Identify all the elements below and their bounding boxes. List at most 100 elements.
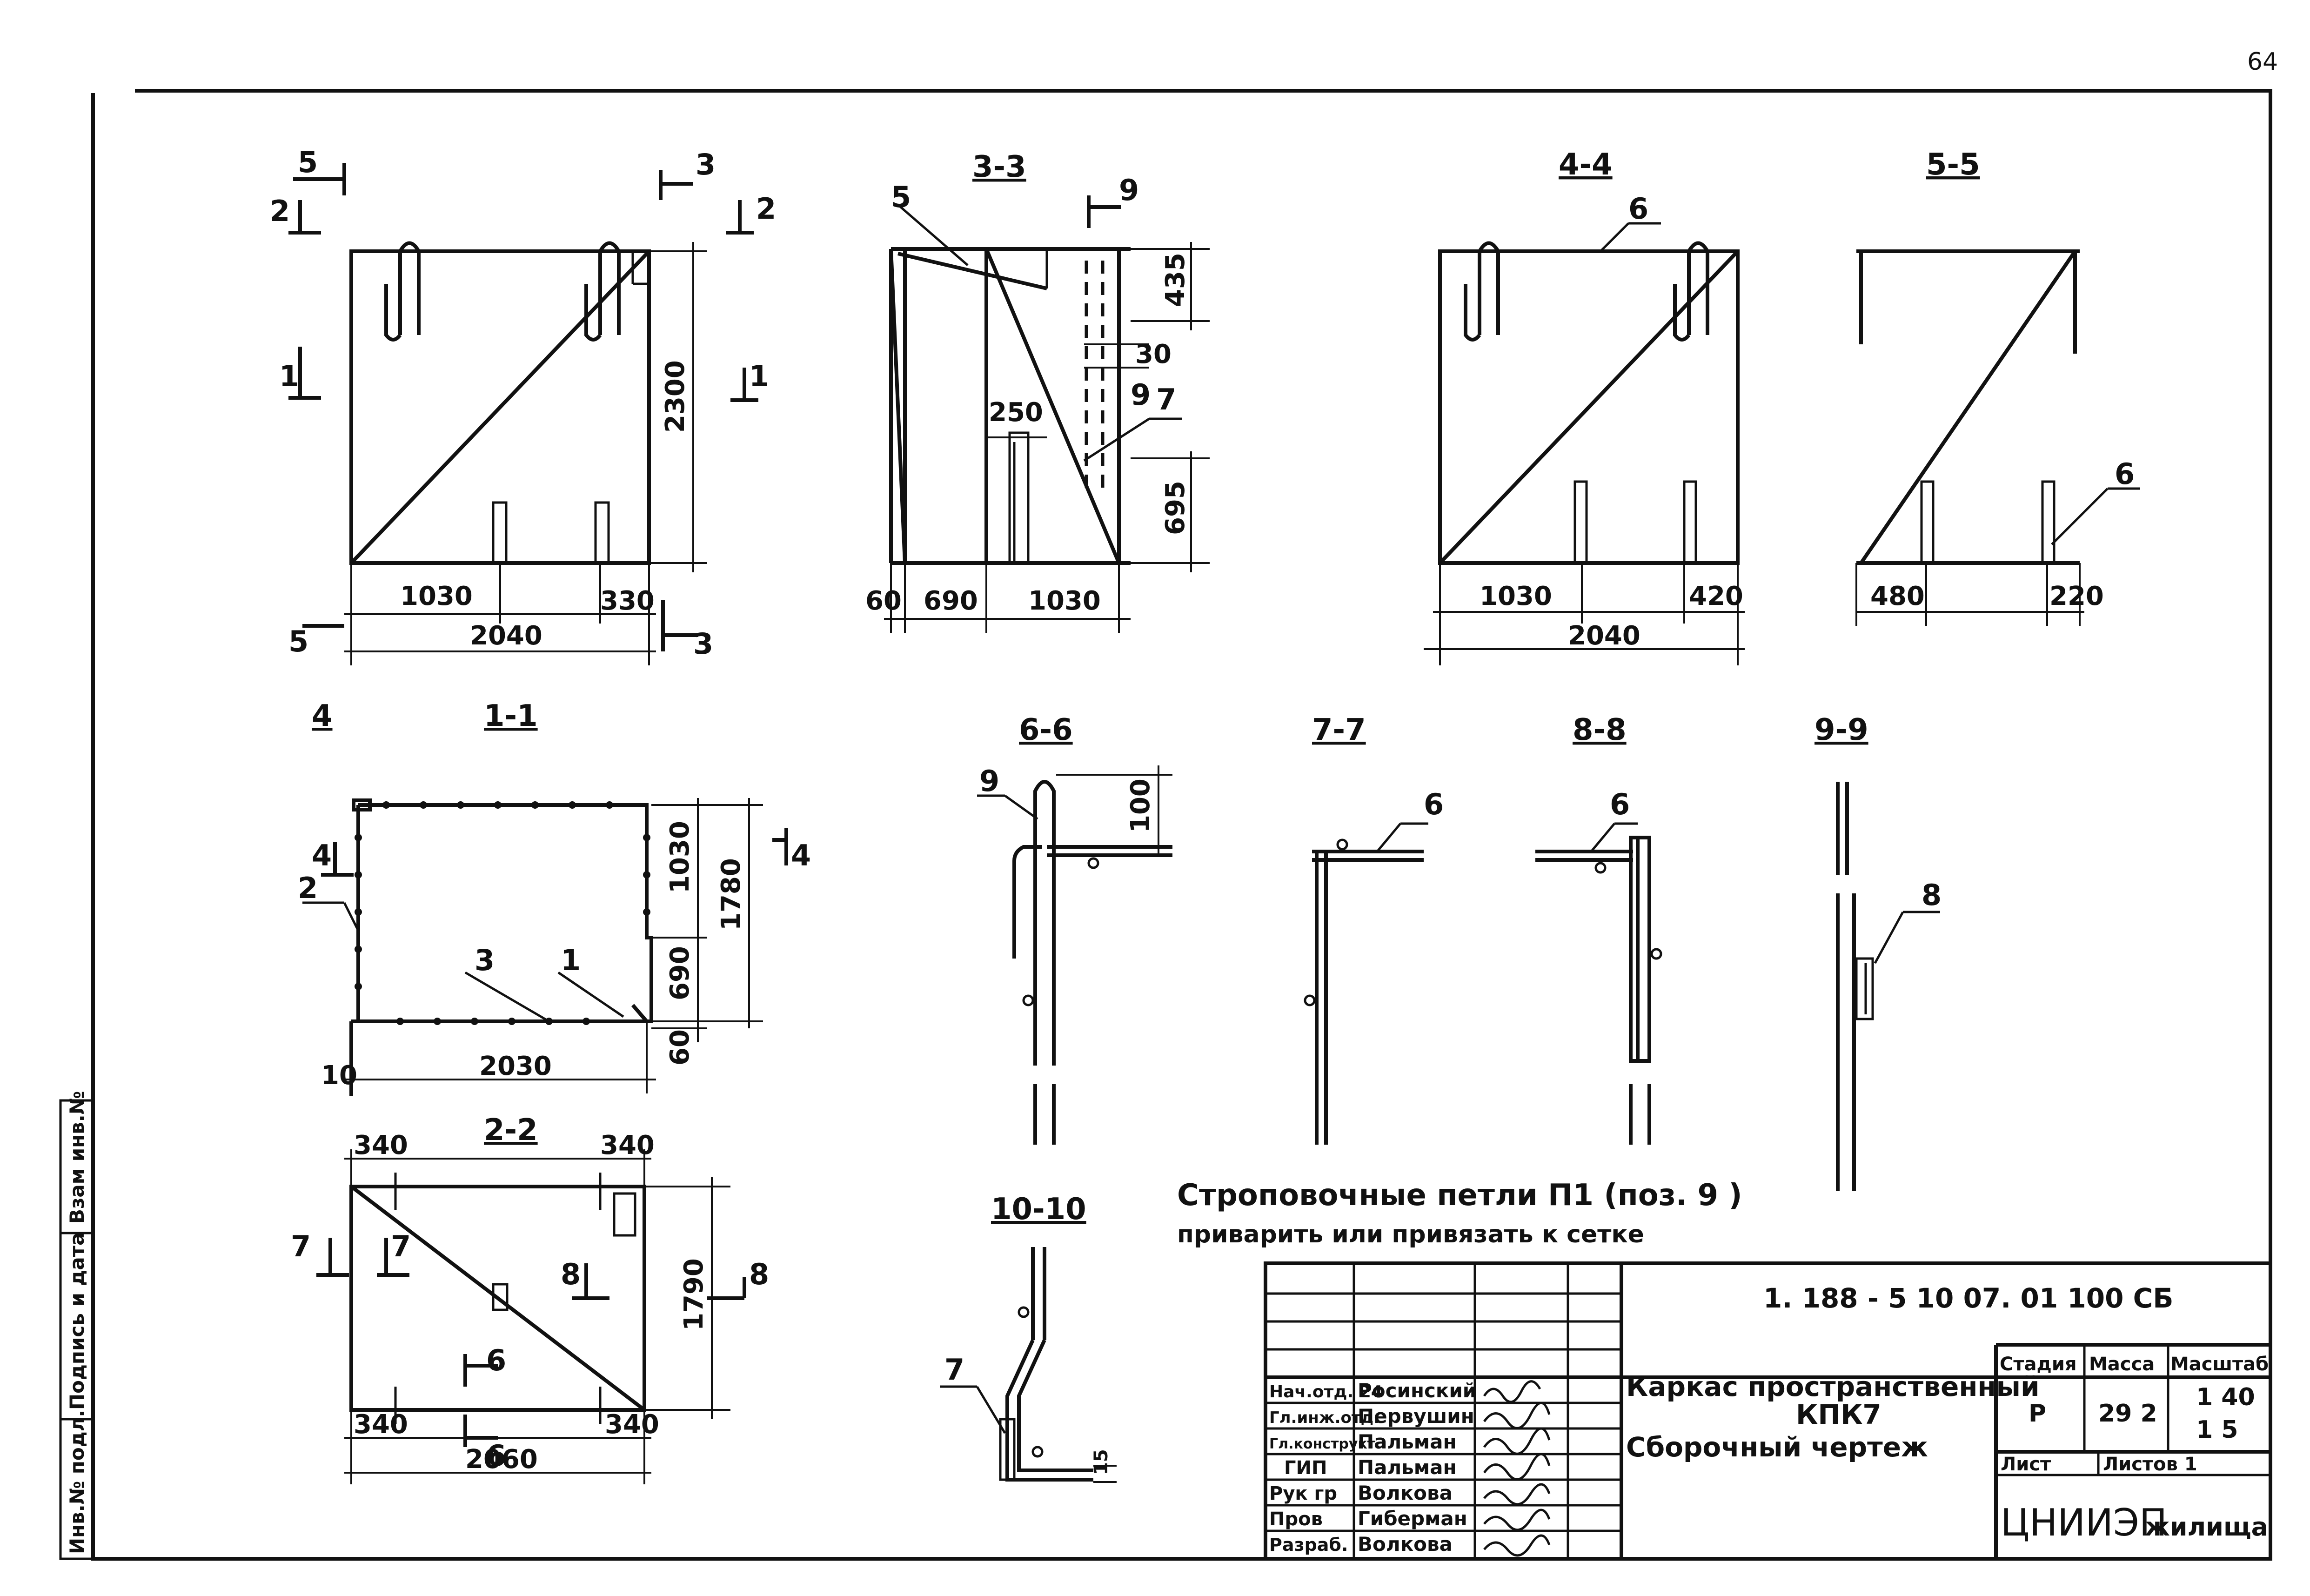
cut-3-bottom: 3 xyxy=(693,627,713,661)
note-line-2: приварить или привязать к сетке xyxy=(1177,1220,1644,1248)
pos-7: 7 xyxy=(1156,382,1176,416)
mass-value: 29 2 xyxy=(2098,1400,2157,1428)
note: Строповочные петли П1 (поз. 9 ) приварит… xyxy=(1177,1178,1742,1248)
title-line-2: КПК7 xyxy=(1796,1399,1881,1430)
dim-1030: 1030 xyxy=(400,581,473,611)
cut-8-right: 8 xyxy=(749,1257,769,1291)
section-3-3-label: 3-3 xyxy=(972,150,1026,184)
section-7-7-label: 7-7 xyxy=(1312,713,1366,747)
dim-480: 480 xyxy=(1870,581,1925,611)
stage-value: Р xyxy=(2029,1400,2046,1428)
section-8-8-label: 8-8 xyxy=(1573,713,1627,747)
doc-code: 1. 188 - 5 10 07. 01 100 СБ xyxy=(1763,1282,2173,1314)
name-6: Волкова xyxy=(1358,1533,1453,1556)
dim-2040: 2040 xyxy=(470,621,542,651)
dim-420: 420 xyxy=(1689,581,1743,611)
section-5-5: 5-5 480 220 6 xyxy=(1855,148,2140,626)
name-5: Гиберман xyxy=(1358,1507,1467,1530)
cut-5-top: 5 xyxy=(298,145,318,179)
dim-690: 690 xyxy=(924,586,978,616)
dim-100: 100 xyxy=(1125,778,1156,833)
pos-1: 1 xyxy=(561,943,581,977)
cut-8-left: 8 xyxy=(561,1257,581,1291)
cut-1-left: 1 xyxy=(279,359,299,393)
pos-6-s77: 6 xyxy=(1424,787,1444,821)
title-block: Нач.отд. 24 Росинский Гл.инж.отд. Первуш… xyxy=(1264,1261,2272,1561)
role-0: Нач.отд. 24 xyxy=(1269,1382,1383,1402)
cut-1-right: 1 xyxy=(749,359,769,393)
side-stamp: Инв.№ подл. Подпись и дата Взам инв.№ xyxy=(59,1091,94,1560)
mass-header: Масса xyxy=(2089,1354,2155,1375)
dim-2300: 2300 xyxy=(660,360,690,433)
dim-2040-s44: 2040 xyxy=(1568,621,1640,651)
pos-6-s55: 6 xyxy=(2115,457,2135,491)
cut-4-right: 4 xyxy=(791,838,811,872)
sheets-header: Листов 1 xyxy=(2103,1454,2197,1475)
cut-3-top: 3 xyxy=(696,148,716,181)
cut-2-right: 2 xyxy=(756,192,776,226)
cut-7-right: 7 xyxy=(391,1229,411,1263)
name-4: Волкова xyxy=(1358,1482,1453,1504)
title-line-1: Каркас пространственный xyxy=(1626,1371,2040,1402)
dim-690-p11: 690 xyxy=(665,946,695,1000)
dim-1030-s44: 1030 xyxy=(1480,581,1552,611)
pos-6-s88: 6 xyxy=(1610,787,1630,821)
section-3-3: 3-3 435 30 695 250 60 690 1 xyxy=(865,150,1210,633)
sheet-header: Лист xyxy=(2001,1454,2051,1475)
plan-2-2: 2-2 340 340 340 340 2060 1790 7 7 8 8 xyxy=(291,1113,769,1484)
section-9-9: 9-9 8 xyxy=(1815,713,1942,1191)
cut-9-a: 9 xyxy=(1119,173,1139,207)
dim-220: 220 xyxy=(2049,581,2104,611)
note-line-1: Строповочные петли П1 (поз. 9 ) xyxy=(1177,1178,1742,1213)
scale-value-2: 1 5 xyxy=(2196,1416,2238,1444)
scale-header: Масштаб xyxy=(2170,1354,2269,1375)
cut-5-bottom: 5 xyxy=(288,624,308,658)
dim-30: 30 xyxy=(1135,339,1172,369)
org-name: жилища xyxy=(2145,1512,2268,1542)
cut-4-a: 4 xyxy=(312,699,333,733)
title-line-3: Сборочный чертеж xyxy=(1626,1431,1928,1463)
dim-330: 330 xyxy=(600,586,655,616)
cut-4-left: 4 xyxy=(312,838,332,872)
dim-695: 695 xyxy=(1160,481,1191,535)
section-8-8: 8-8 6 xyxy=(1535,713,1662,1145)
dim-340-br: 340 xyxy=(605,1409,659,1440)
section-6-6: 6-6 100 9 xyxy=(977,713,1172,1145)
section-9-9-label: 9-9 xyxy=(1815,713,1868,747)
pos-7-s1010: 7 xyxy=(944,1353,964,1387)
front-view: 2300 1030 330 2040 5 2 3 2 1 1 5 3 xyxy=(270,145,776,665)
scale-value-1: 1 40 xyxy=(2196,1383,2255,1411)
cut-9-b: 9 xyxy=(1131,378,1151,412)
signatures xyxy=(1483,1380,1551,1557)
cut-7-left: 7 xyxy=(291,1229,311,1263)
section-5-5-label: 5-5 xyxy=(1926,148,1980,182)
section-10-10: 10-10 15 7 xyxy=(940,1192,1117,1483)
dim-340-tr: 340 xyxy=(600,1130,655,1160)
cut-6-top: 6 xyxy=(486,1343,506,1377)
dim-2060: 2060 xyxy=(465,1444,538,1475)
section-4-4: 4-4 1030 420 2040 6 xyxy=(1424,148,1745,665)
role-1: Гл.инж.отд. xyxy=(1269,1408,1379,1427)
stamp-signature-date: Подпись и дата xyxy=(66,1233,88,1410)
page-number: 64 xyxy=(2247,48,2278,76)
org-logo: ЦНИИЭП xyxy=(2001,1501,2167,1544)
dim-15: 15 xyxy=(1091,1449,1112,1475)
stamp-vzam-inv: Взам инв.№ xyxy=(66,1091,88,1224)
name-0: Росинский xyxy=(1358,1379,1476,1402)
dim-1790: 1790 xyxy=(679,1258,709,1331)
stage-header: Стадия xyxy=(2000,1354,2077,1375)
role-5: Пров xyxy=(1269,1509,1323,1530)
role-4: Рук гр xyxy=(1269,1483,1337,1504)
dim-1030-p11: 1030 xyxy=(665,821,695,893)
name-3: Пальман xyxy=(1358,1456,1457,1479)
dim-1780: 1780 xyxy=(716,858,746,931)
pos-2: 2 xyxy=(298,871,318,905)
name-1: Первушин xyxy=(1358,1405,1474,1428)
role-6: Разраб. xyxy=(1269,1535,1348,1555)
stamp-inv-podl: Инв.№ подл. xyxy=(66,1410,88,1554)
plan-1-1: 4 1-1 1030 690 60 1780 2030 10 4 4 xyxy=(298,699,811,1096)
section-4-4-label: 4-4 xyxy=(1559,148,1613,182)
section-2-2-label: 2-2 xyxy=(484,1113,538,1147)
role-2: Гл.конструкт. xyxy=(1269,1436,1381,1452)
